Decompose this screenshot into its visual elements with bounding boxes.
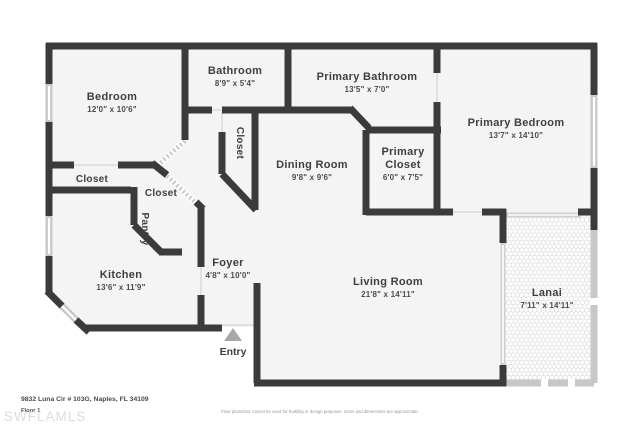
room-label-primary-bathroom: Primary Bathroom [317,71,418,83]
address-text: 9832 Luna Cir # 103G, Naples, FL 34109 [21,396,149,403]
entry-label: Entry [220,346,247,358]
floor-number-text: Floor 1 [21,408,41,414]
closet-label-pantry: Pantry [139,213,150,246]
diagonal-doors [157,138,201,208]
room-dims-dining-room: 9'8" x 9'6" [292,173,332,182]
room-label-foyer: Foyer [212,257,244,269]
walls [44,42,598,387]
room-dims-foyer: 4'8" x 10'0" [206,271,251,280]
windows [45,84,598,325]
entry-arrow-icon [224,328,242,341]
disclaimer-text: Floor plans/tour cannot be used for buil… [221,409,419,414]
room-dims-primary-closet: 6'0" x 7'5" [383,173,423,182]
closet-label-closet-foyer: Closet [145,188,178,199]
lanai-tile-pattern [506,218,591,381]
closet-label-closet-hall: Closet [234,127,245,160]
room-labels: Bedroom 12'0" x 10'6" Bathroom 8'9" x 5'4" P… [76,65,574,310]
room-label-bathroom: Bathroom [208,65,262,77]
room-label-bedroom: Bedroom [87,91,137,103]
mls-watermark: SWFLAMLS [4,409,86,424]
room-label-dining-room: Dining Room [276,159,348,171]
room-dims-kitchen: 13'6" x 11'9" [96,283,145,292]
door-openings [74,73,482,326]
room-label-living-room: Living Room [353,276,423,288]
room-dims-living-room: 21'8" x 14'11" [361,290,415,299]
room-dims-primary-bedroom: 13'7" x 14'10" [489,131,543,140]
room-label-primary-bedroom: Primary Bedroom [468,117,565,129]
room-dims-bathroom: 8'9" x 5'4" [215,79,255,88]
room-label-kitchen: Kitchen [100,269,142,281]
room-dims-bedroom: 12'0" x 10'6" [87,105,137,114]
room-dims-primary-bathroom: 13'5" x 7'0" [345,85,390,94]
closet-label-closet-bedroom: Closet [76,174,109,185]
lanai-screen-walls [500,212,598,387]
room-dims-lanai: 7'11" x 14'11" [520,301,573,310]
room-label-lanai: Lanai [532,287,562,299]
